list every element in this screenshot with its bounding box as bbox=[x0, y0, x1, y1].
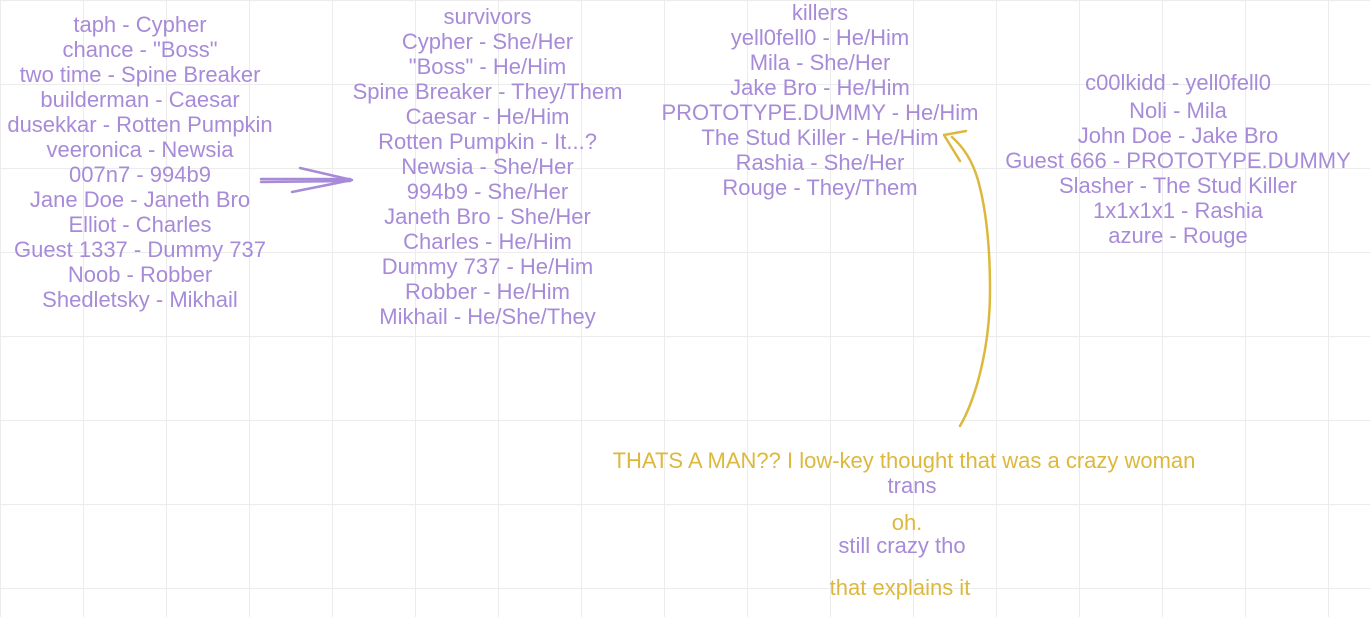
list-item: Slasher - The Stud Killer bbox=[1058, 173, 1298, 198]
killers-heading: killers bbox=[791, 0, 849, 25]
annotation-arrow-icon bbox=[942, 129, 992, 428]
list-item: 994b9 - She/Her bbox=[406, 179, 569, 204]
survivor-list: survivors Cypher - She/Her "Boss" - He/H… bbox=[335, 4, 640, 329]
list-item: Caesar - He/Him bbox=[405, 104, 570, 129]
player-list: taph - Cypher chance - "Boss" two time -… bbox=[0, 12, 280, 312]
list-item: "Boss" - He/Him bbox=[408, 54, 567, 79]
list-item: Dummy 737 - He/Him bbox=[381, 254, 594, 279]
killer-player-list: c00lkidd - yell0fell0 Noli - Mila John D… bbox=[993, 70, 1363, 248]
list-item: Guest 666 - PROTOTYPE.DUMMY bbox=[1005, 148, 1351, 173]
list-item: Janeth Bro - She/Her bbox=[384, 204, 591, 229]
list-item: azure - Rouge bbox=[1108, 223, 1248, 248]
list-item: veeronica - Newsia bbox=[46, 137, 234, 162]
list-item: Noli - Mila bbox=[1129, 98, 1227, 123]
note-oh: oh. bbox=[891, 510, 923, 535]
list-item: Rotten Pumpkin - It...? bbox=[378, 129, 597, 154]
list-item: taph - Cypher bbox=[73, 12, 207, 37]
arrow-icon bbox=[259, 166, 354, 194]
survivors-heading: survivors bbox=[443, 4, 532, 29]
list-item: Mila - She/Her bbox=[749, 50, 891, 75]
note-crazy: still crazy tho bbox=[838, 533, 966, 558]
list-item: Noob - Robber bbox=[67, 262, 213, 287]
list-item: c00lkidd - yell0fell0 bbox=[1085, 70, 1271, 95]
list-item: Shedletsky - Mikhail bbox=[42, 287, 238, 312]
list-item: 007n7 - 994b9 bbox=[69, 162, 211, 187]
list-item: Robber - He/Him bbox=[404, 279, 571, 304]
list-item: Newsia - She/Her bbox=[401, 154, 574, 179]
list-item: The Stud Killer - He/Him bbox=[701, 125, 939, 150]
note-explains: that explains it bbox=[829, 575, 971, 600]
list-item: yell0fell0 - He/Him bbox=[730, 25, 910, 50]
list-item: Mikhail - He/She/They bbox=[379, 304, 596, 329]
list-item: Jane Doe - Janeth Bro bbox=[29, 187, 251, 212]
note-trans: trans bbox=[887, 473, 937, 498]
list-item: Cypher - She/Her bbox=[401, 29, 574, 54]
list-item: Guest 1337 - Dummy 737 bbox=[14, 237, 266, 262]
list-item: two time - Spine Breaker bbox=[19, 62, 261, 87]
list-item: Rashia - She/Her bbox=[735, 150, 905, 175]
list-item: 1x1x1x1 - Rashia bbox=[1093, 198, 1263, 223]
list-item: Spine Breaker - They/Them bbox=[352, 79, 623, 104]
list-item: Jake Bro - He/Him bbox=[730, 75, 910, 100]
list-item: PROTOTYPE.DUMMY - He/Him bbox=[661, 100, 979, 125]
list-item: Rouge - They/Them bbox=[722, 175, 918, 200]
list-item: John Doe - Jake Bro bbox=[1077, 123, 1279, 148]
list-item: Elliot - Charles bbox=[68, 212, 212, 237]
killer-list: killers yell0fell0 - He/Him Mila - She/H… bbox=[645, 0, 995, 200]
list-item: builderman - Caesar bbox=[40, 87, 240, 112]
list-item: Charles - He/Him bbox=[403, 229, 572, 254]
note-man: THATS A MAN?? I low-key thought that was… bbox=[612, 448, 1196, 473]
list-item: dusekkar - Rotten Pumpkin bbox=[7, 112, 273, 137]
list-item: chance - "Boss" bbox=[62, 37, 218, 62]
